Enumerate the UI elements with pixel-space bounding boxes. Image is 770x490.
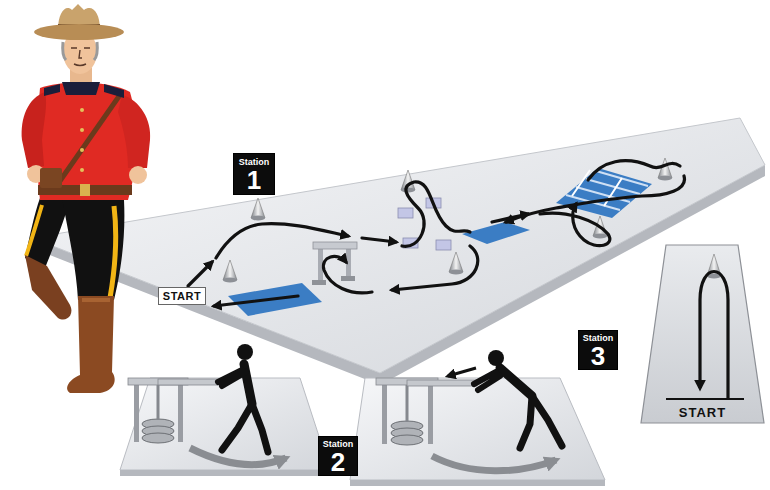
hurdle-foot bbox=[312, 280, 326, 285]
blue-mat bbox=[462, 222, 530, 244]
return-arrow bbox=[700, 272, 728, 399]
collar bbox=[62, 82, 100, 95]
face-features bbox=[71, 48, 90, 66]
cone-base bbox=[707, 274, 721, 279]
machine-post bbox=[428, 384, 433, 444]
station-label: Station3 bbox=[578, 330, 618, 370]
cone bbox=[707, 254, 721, 276]
station2-floor bbox=[120, 378, 330, 470]
obstacle-box bbox=[436, 240, 451, 250]
button bbox=[80, 108, 84, 112]
station-label: Station2 bbox=[318, 436, 358, 476]
cross-strap bbox=[55, 92, 122, 188]
yellow-stripe bbox=[110, 206, 116, 298]
breeches bbox=[25, 198, 70, 268]
start-line bbox=[666, 398, 744, 400]
sleeve bbox=[22, 92, 46, 168]
route-arrow bbox=[506, 176, 684, 222]
boot bbox=[67, 296, 115, 393]
route-arrow bbox=[588, 161, 680, 180]
pulling-figure bbox=[218, 364, 268, 452]
station-number: 2 bbox=[331, 449, 345, 475]
button bbox=[80, 168, 84, 172]
push-arrow bbox=[448, 368, 476, 376]
cone bbox=[223, 260, 237, 283]
pouch bbox=[40, 168, 62, 188]
figure-head bbox=[488, 350, 504, 366]
cone bbox=[658, 158, 672, 181]
route-arrow bbox=[188, 262, 212, 286]
floor-side bbox=[120, 470, 330, 476]
obstacle-box bbox=[398, 208, 413, 218]
station-number: 1 bbox=[247, 167, 261, 193]
sleeve bbox=[118, 95, 150, 168]
station-word: Station bbox=[323, 439, 354, 449]
machine-shaft bbox=[406, 385, 409, 422]
cone bbox=[251, 198, 265, 221]
breeches bbox=[62, 198, 124, 300]
hurdle-foot bbox=[341, 276, 355, 281]
yellow-stripe bbox=[26, 205, 42, 256]
button bbox=[80, 148, 84, 152]
stairs bbox=[556, 168, 652, 218]
machine-post bbox=[382, 384, 387, 444]
route-arrow bbox=[362, 238, 396, 242]
route-arrow bbox=[392, 246, 478, 290]
start-marker: START bbox=[158, 287, 206, 305]
route-arrow bbox=[402, 182, 470, 246]
cone bbox=[449, 252, 463, 275]
boot-top bbox=[82, 298, 110, 302]
station-word: Station bbox=[239, 157, 270, 167]
push-bar bbox=[407, 380, 477, 386]
legs bbox=[222, 404, 268, 452]
legs bbox=[520, 396, 562, 448]
weight-plate bbox=[391, 435, 423, 445]
station-label: Station1 bbox=[233, 153, 275, 195]
figure-head bbox=[237, 344, 253, 360]
hat-brim bbox=[34, 24, 124, 40]
buckle bbox=[80, 184, 90, 196]
panel-shape bbox=[641, 245, 764, 423]
epaulette bbox=[44, 84, 124, 98]
hurdle-bar bbox=[313, 242, 357, 249]
arms bbox=[474, 372, 500, 390]
boot bbox=[25, 255, 71, 320]
station-word: Station bbox=[583, 333, 614, 343]
torso bbox=[500, 368, 532, 396]
station2-floor bbox=[350, 378, 605, 480]
mountie-figure bbox=[22, 4, 151, 393]
direction-arrow bbox=[432, 456, 556, 471]
panel-outline bbox=[640, 244, 765, 424]
route-arrow bbox=[216, 224, 348, 258]
machine-post bbox=[178, 384, 183, 442]
button bbox=[80, 128, 84, 132]
start-label: START bbox=[163, 290, 201, 302]
weight-plate bbox=[142, 433, 174, 443]
pushing-figure bbox=[474, 368, 562, 448]
hand bbox=[129, 166, 147, 184]
start-panel: START bbox=[640, 244, 765, 424]
route-arrow bbox=[323, 256, 372, 292]
start-label: START bbox=[679, 405, 726, 420]
push-bar bbox=[158, 379, 220, 385]
machine-post bbox=[134, 384, 139, 442]
machine-shaft bbox=[157, 385, 160, 420]
direction-arrow bbox=[190, 448, 286, 465]
arms bbox=[218, 370, 246, 386]
floor-side bbox=[350, 480, 605, 486]
station-number: 3 bbox=[591, 343, 605, 369]
route-arrow bbox=[214, 296, 298, 306]
